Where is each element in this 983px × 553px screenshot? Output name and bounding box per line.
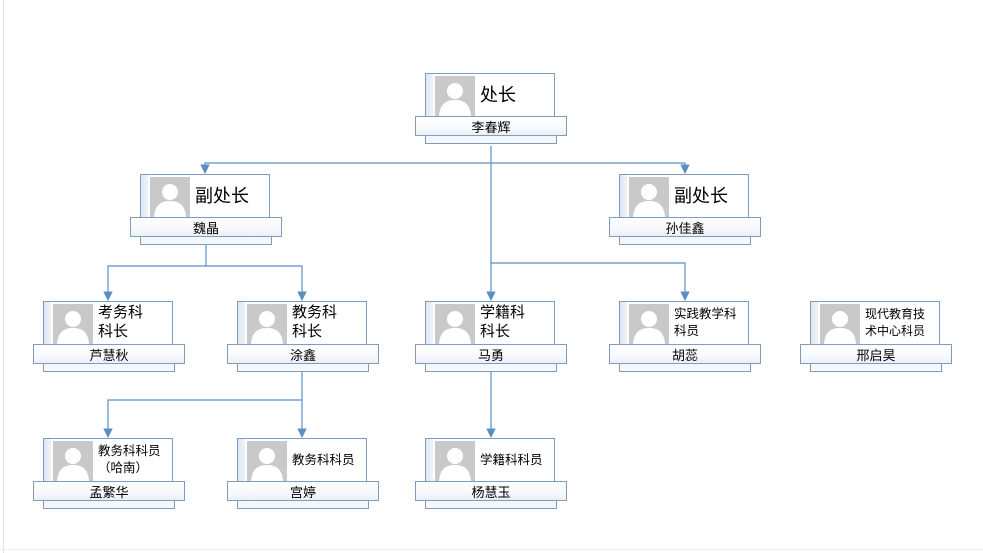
node-name: 宫婷 xyxy=(227,481,379,501)
node-title: 教务科科员 xyxy=(292,452,355,467)
org-node-vice-director-2[interactable]: 副处长 孙佳鑫 xyxy=(609,174,761,246)
node-name: 邢启昊 xyxy=(800,344,952,364)
person-silhouette-icon xyxy=(435,441,475,481)
person-silhouette-icon xyxy=(820,304,860,344)
connector-jiaowu-to-staff-1 xyxy=(103,372,303,438)
bottom-edge-line xyxy=(0,549,983,550)
node-name: 魏晶 xyxy=(130,217,282,237)
org-node-xueji-staff[interactable]: 学籍科科员 杨慧玉 xyxy=(415,438,567,510)
org-node-kaowu-head[interactable]: 考务科 科长 芦慧秋 xyxy=(33,301,185,373)
person-silhouette-icon xyxy=(247,304,287,344)
person-silhouette-icon xyxy=(53,441,93,481)
node-name: 孙佳鑫 xyxy=(609,217,761,237)
node-title: 考务科 科长 xyxy=(98,304,144,340)
org-node-xueji-head[interactable]: 学籍科 科长 马勇 xyxy=(415,301,567,373)
node-title: 副处长 xyxy=(674,185,728,206)
node-title: 教务科科员 （哈南） xyxy=(98,444,161,475)
node-name: 杨慧玉 xyxy=(415,481,567,501)
node-title: 学籍科科员 xyxy=(480,452,543,467)
connector-root-to-shijian xyxy=(491,262,690,301)
person-silhouette-icon xyxy=(629,177,669,217)
connector-vice-to-jiaowu xyxy=(206,265,307,301)
org-node-vice-director-1[interactable]: 副处长 魏晶 xyxy=(130,174,282,246)
left-edge-line xyxy=(3,0,4,553)
node-name: 孟繁华 xyxy=(33,481,185,501)
node-title: 现代教育技 术中心科员 xyxy=(865,307,926,338)
node-title: 教务科 科长 xyxy=(292,304,338,340)
person-silhouette-icon xyxy=(53,304,93,344)
connector-root-to-vice-right xyxy=(491,162,690,174)
node-title: 学籍科 科长 xyxy=(480,304,526,340)
person-silhouette-icon xyxy=(150,177,190,217)
connector-vice-to-kaowu xyxy=(103,245,207,301)
org-node-tech-center-staff[interactable]: 现代教育技 术中心科员 邢启昊 xyxy=(800,301,952,373)
node-name: 李春辉 xyxy=(415,116,567,136)
node-name: 马勇 xyxy=(415,344,567,364)
org-node-jiaowu-staff-2[interactable]: 教务科科员 宫婷 xyxy=(227,438,379,510)
node-title: 副处长 xyxy=(195,185,249,206)
node-title: 实践教学科 科员 xyxy=(674,307,737,338)
person-silhouette-icon xyxy=(435,304,475,344)
person-silhouette-icon xyxy=(435,76,475,116)
person-silhouette-icon xyxy=(629,304,669,344)
person-silhouette-icon xyxy=(247,441,287,481)
org-node-shijian-staff[interactable]: 实践教学科 科员 胡蕊 xyxy=(609,301,761,373)
node-name: 涂鑫 xyxy=(227,344,379,364)
node-name: 胡蕊 xyxy=(609,344,761,364)
org-node-director[interactable]: 处长 李春辉 xyxy=(415,73,567,145)
connector-root-to-vice-left xyxy=(200,146,492,174)
node-title: 处长 xyxy=(480,84,516,105)
node-name: 芦慧秋 xyxy=(33,344,185,364)
org-node-jiaowu-staff-1[interactable]: 教务科科员 （哈南） 孟繁华 xyxy=(33,438,185,510)
org-node-jiaowu-head[interactable]: 教务科 科长 涂鑫 xyxy=(227,301,379,373)
